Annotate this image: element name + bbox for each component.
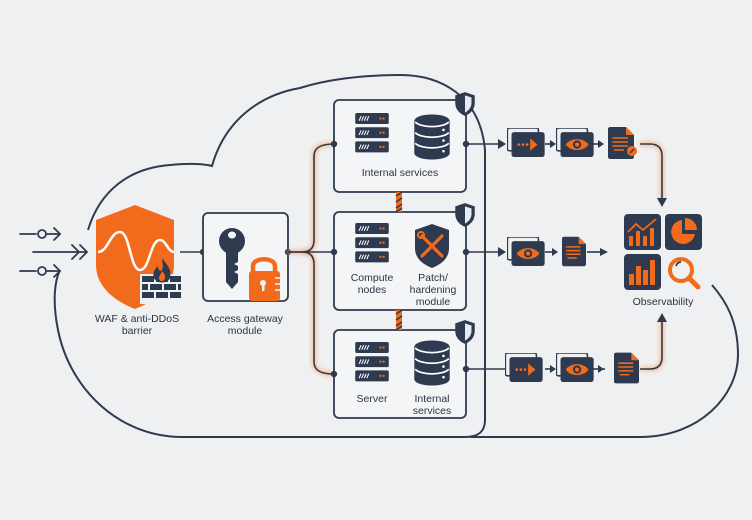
eye-icon [507, 237, 545, 266]
waf-label: WAF & anti-DDoS barrier [94, 313, 180, 337]
log-document-icon [608, 127, 637, 159]
pipeline-lines [466, 139, 667, 373]
patch-hardening-label: Patch/ hardening module [409, 272, 457, 308]
pipeline-top [507, 127, 637, 159]
access-gateway-label: Access gateway module [207, 313, 283, 337]
branch-connectors [288, 142, 335, 376]
key-icon [219, 228, 245, 289]
server-label: Server [356, 393, 388, 405]
observability-label: Observability [632, 296, 694, 308]
eye-icon [556, 128, 594, 157]
firewall-icon [140, 258, 182, 304]
zone-link-mid-bot [395, 309, 403, 331]
access-gateway-box[interactable] [202, 212, 289, 302]
forward-icon [505, 353, 543, 382]
pipeline-bottom [505, 352, 639, 384]
log-document-icon [562, 236, 586, 267]
zone-compute-patch[interactable] [330, 203, 475, 311]
padlock-icon [249, 257, 281, 301]
bar-chart-icon [624, 254, 661, 290]
server-rack-icon [354, 113, 390, 153]
database-icon [414, 114, 450, 160]
ingress-arrow-3 [19, 264, 61, 278]
cloud-outline [53, 73, 486, 438]
ingress-arrows [19, 227, 88, 278]
zone-link-top-mid [395, 191, 403, 213]
wrench-shield-icon [415, 224, 449, 268]
log-document-icon [614, 352, 639, 384]
server-rack-icon [354, 223, 390, 263]
ingress-arrow-2 [32, 244, 88, 260]
cloud-outline-right [470, 284, 740, 438]
zone-top-label: Internal services [361, 167, 439, 179]
server-rack-icon [354, 342, 390, 382]
waf-shield-icon[interactable] [96, 205, 182, 309]
eye-icon [556, 353, 594, 382]
line-chart-icon [624, 214, 661, 250]
forward-icon [507, 128, 545, 157]
observability-panel[interactable] [624, 214, 702, 290]
compute-nodes-label: Compute nodes [350, 272, 394, 296]
magnifier-icon [668, 257, 701, 290]
wave-icon [97, 230, 175, 272]
ingress-arrow-1 [19, 227, 61, 241]
database-icon [414, 340, 450, 386]
pie-chart-icon [665, 214, 702, 250]
internal-services-label: Internal services [412, 393, 452, 417]
